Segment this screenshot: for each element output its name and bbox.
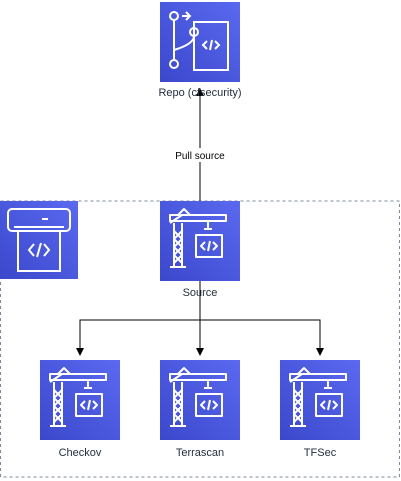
- codebuild-icon: [279, 359, 361, 441]
- node-label-checkov: Checkov: [59, 447, 102, 459]
- node-checkov: Checkov: [39, 359, 121, 459]
- codepipeline-icon: [7, 208, 71, 272]
- edge-label-pull-source: Pull source: [175, 151, 225, 162]
- node-repo: Repo (cfsecurity): [158, 2, 242, 99]
- node-label-source: Source: [183, 287, 218, 299]
- node-pipeline: [0, 201, 78, 279]
- node-label-repo: Repo (cfsecurity): [158, 87, 241, 99]
- node-label-tfsec: TFSec: [304, 447, 337, 459]
- codecommit-icon: [169, 11, 229, 71]
- codebuild-icon: [159, 200, 241, 282]
- node-terrascan: Terrascan: [159, 359, 241, 459]
- node-tfsec: TFSec: [279, 359, 361, 459]
- node-source: Source: [159, 200, 241, 299]
- codebuild-icon: [39, 359, 121, 441]
- edge-pull-source: Pull source: [168, 88, 228, 201]
- edge-source-to-builds: [76, 278, 324, 356]
- codebuild-icon: [159, 359, 241, 441]
- node-label-terrascan: Terrascan: [176, 447, 224, 459]
